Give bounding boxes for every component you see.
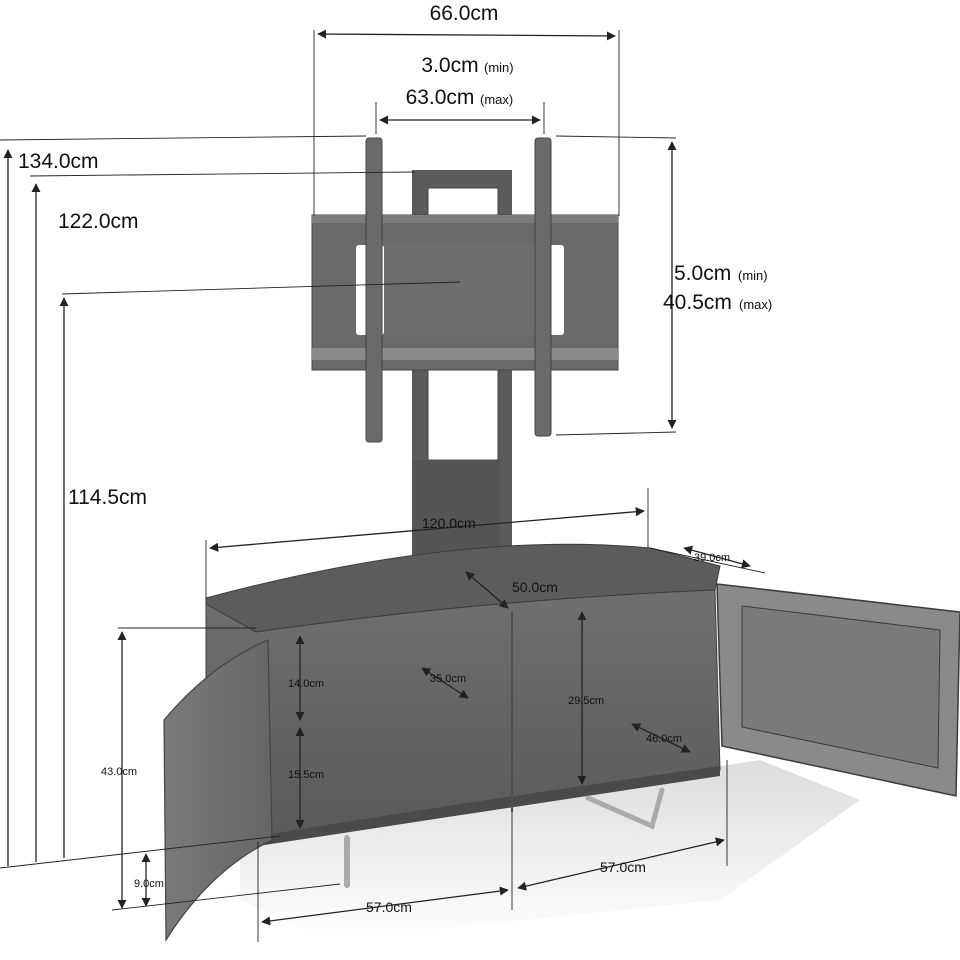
label-inner-height: 29.5cm [568, 695, 604, 707]
label-cabinet-width: 120.0cm [422, 515, 476, 531]
label-height-top: 122.0cm [58, 210, 139, 233]
bracket-left [365, 137, 383, 443]
label-height-center: 114.5cm [68, 486, 147, 509]
label-bracket-min-note: (min) [484, 60, 514, 75]
mount-width-arrow [317, 29, 616, 41]
label-bracket-min: 3.0cm [421, 54, 478, 77]
label-height-total: 134.0cm [18, 150, 99, 173]
label-side-inner-depth: 46.0cm [646, 733, 682, 745]
rear-leg [585, 787, 665, 830]
cabinet-bottom-edge [258, 766, 720, 846]
label-leg-height: 9.0cm [134, 878, 164, 890]
label-shelf-lower: 15.5cm [288, 769, 324, 781]
right-door [716, 583, 960, 797]
label-door-width-right: 57.0cm [600, 859, 646, 875]
product-illustration [163, 137, 960, 943]
label-door-width-left: 57.0cm [366, 899, 412, 915]
door-width-right-arrow [517, 837, 725, 891]
label-cabinet-height: 43.0cm [101, 766, 137, 778]
label-mount-width: 66.0cm [430, 2, 499, 25]
label-bracket-max-note: (max) [480, 92, 513, 107]
left-door [163, 639, 273, 943]
door-width-left-arrow [261, 886, 509, 926]
label-vertical-max: 40.5cm [663, 291, 732, 314]
dimension-labels: 66.0cm 3.0cm (min) 63.0cm (max) 134.0cm … [18, 2, 772, 915]
cabinet-depth-arrow [465, 571, 509, 609]
label-vertical-min-note: (min) [738, 268, 768, 283]
label-shelf-upper: 14.0cm [288, 678, 324, 690]
label-vertical-min: 5.0cm [674, 262, 731, 285]
bracket-right [534, 137, 552, 437]
side-inner-depth-arrow [631, 723, 691, 753]
inner-depth-arrow [421, 667, 469, 699]
mounting-plate [311, 214, 619, 371]
label-cabinet-depth: 50.0cm [512, 579, 558, 595]
label-side-depth: 39.0cm [694, 552, 730, 564]
cabinet-width-arrow [209, 507, 645, 552]
side-depth-arrow [683, 545, 751, 569]
label-inner-depth: 35.0cm [430, 673, 466, 685]
label-bracket-max: 63.0cm [406, 86, 475, 109]
label-vertical-max-note: (max) [739, 297, 772, 312]
dimension-lines [0, 29, 766, 942]
